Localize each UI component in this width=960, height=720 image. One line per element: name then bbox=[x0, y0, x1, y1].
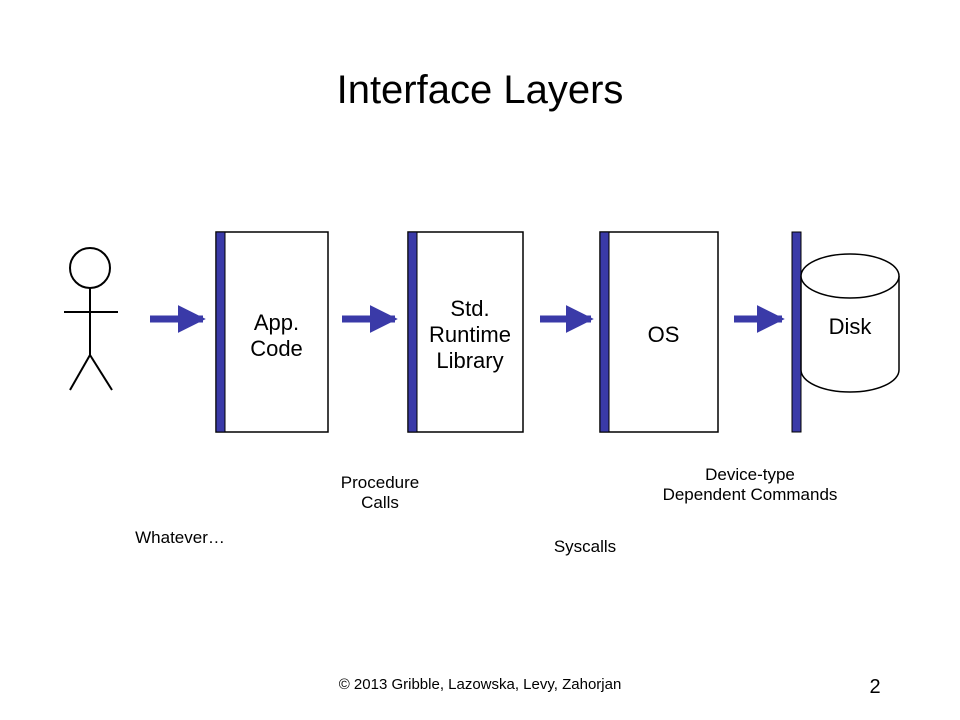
os-interface-bar bbox=[599, 231, 610, 433]
page-number: 2 bbox=[869, 676, 881, 698]
procedure-calls-label-line: Calls bbox=[361, 493, 399, 512]
runtime-library-label-line: Library bbox=[436, 348, 504, 373]
syscalls-label: Syscalls bbox=[553, 537, 617, 556]
slide-title: Interface Layers bbox=[336, 68, 624, 112]
app-code-label: App. Code bbox=[225, 310, 328, 362]
whatever-label: Whatever… bbox=[135, 528, 225, 547]
user-right-leg bbox=[89, 354, 113, 391]
copyright-footer: © 2013 Gribble, Lazowska, Levy, Zahorjan bbox=[338, 676, 622, 693]
disk-label: Disk bbox=[828, 314, 872, 339]
procedure-calls-label-line: Procedure bbox=[340, 473, 420, 492]
disk-interface-bar bbox=[791, 231, 802, 433]
runtime-library-interface-bar bbox=[407, 231, 418, 433]
runtime-library-layer bbox=[407, 231, 524, 433]
device-commands-label-line: Device-type bbox=[705, 465, 795, 484]
user-head bbox=[69, 247, 111, 289]
runtime-library-label-line: Std. bbox=[450, 296, 490, 321]
app-code-label-line: Code bbox=[250, 336, 303, 361]
disk-cylinder-top bbox=[800, 253, 900, 299]
app-code-interface-bar bbox=[215, 231, 226, 433]
app-code-label-line: App. bbox=[253, 310, 300, 335]
user-left-leg bbox=[69, 354, 91, 391]
device-commands-label: Device-type Dependent Commands bbox=[640, 465, 860, 505]
procedure-calls-label: Procedure Calls bbox=[320, 473, 440, 513]
disk-cylinder-body bbox=[800, 276, 900, 393]
runtime-library-label: Std. Runtime Library bbox=[417, 296, 523, 374]
os-label: OS bbox=[647, 322, 680, 347]
os-box bbox=[599, 231, 719, 433]
device-commands-label-line: Dependent Commands bbox=[662, 485, 838, 504]
disk-layer bbox=[791, 231, 900, 433]
app-code-box bbox=[215, 231, 329, 433]
runtime-library-label-line: Runtime bbox=[429, 322, 511, 347]
user-stick-figure bbox=[64, 247, 118, 391]
app-code-layer bbox=[215, 231, 329, 433]
os-layer bbox=[599, 231, 719, 433]
